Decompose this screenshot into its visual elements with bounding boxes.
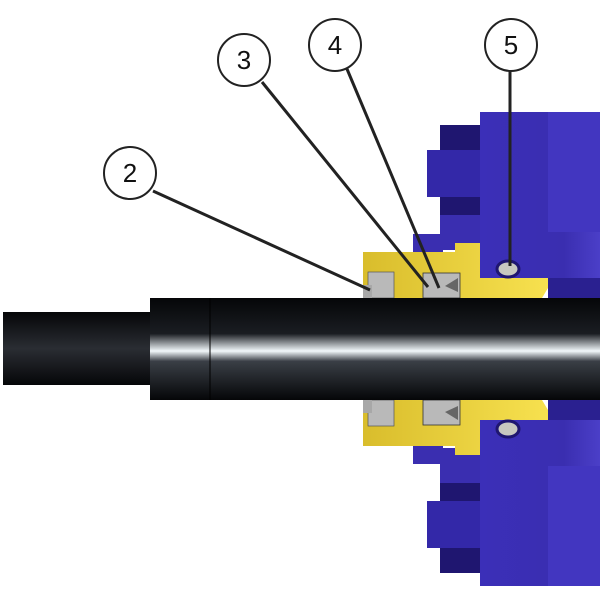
upper-half (363, 112, 600, 299)
housing-boss (427, 150, 485, 197)
rod-seal-groove (445, 278, 458, 292)
housing-bore (548, 278, 600, 298)
callout-4: 4 (308, 18, 362, 72)
callout-label: 4 (328, 30, 342, 60)
gland-body (363, 243, 548, 298)
o-ring (495, 259, 521, 279)
leader-line-3 (260, 81, 430, 288)
piston-rod (150, 298, 600, 400)
leader-lines (152, 68, 512, 292)
housing-body-right (548, 112, 600, 232)
housing-flange-dark (440, 197, 485, 217)
leader-line-4 (345, 68, 441, 289)
callout-2: 2 (103, 146, 157, 200)
callout-label: 5 (504, 30, 518, 60)
callout-label: 3 (237, 45, 251, 75)
callout-label: 2 (123, 158, 137, 188)
rod-stub (3, 312, 153, 385)
callout-3: 3 (217, 33, 271, 87)
callout-5: 5 (484, 18, 538, 72)
housing-flange-dark (440, 125, 485, 153)
wiper-seal (367, 271, 395, 299)
leader-line-2 (152, 189, 371, 292)
